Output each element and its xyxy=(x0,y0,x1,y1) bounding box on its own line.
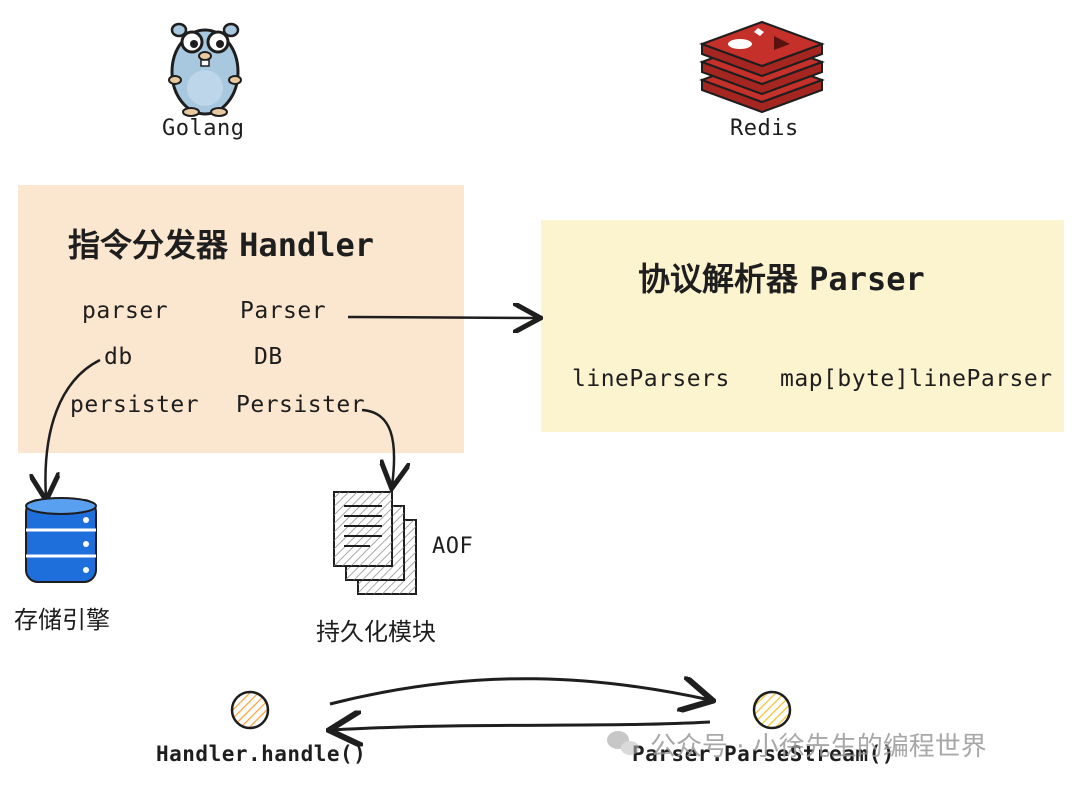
handler-box xyxy=(18,185,464,453)
field-name-persister: persister xyxy=(70,392,200,418)
golang-label: Golang xyxy=(162,116,245,141)
parser-title-en: Parser xyxy=(809,260,925,298)
parser-title-cn: 协议解析器 xyxy=(638,260,799,298)
parsestream-to-handle-arrow xyxy=(332,722,711,730)
storage-label: 存储引擎 xyxy=(14,606,110,634)
handler-title-cn: 指令分发器 xyxy=(68,226,229,264)
field-name-db: db xyxy=(104,344,133,370)
parsestream-node-icon xyxy=(752,690,792,730)
handle-to-parsestream-arrow xyxy=(329,679,710,704)
field-type-persister: Persister xyxy=(236,392,366,418)
parsestream-fn-label: Parser.ParseStream() xyxy=(632,742,895,766)
aof-label: AOF xyxy=(432,534,474,559)
field-name-lineparsers: lineParsers xyxy=(572,366,730,392)
parser-title: 协议解析器 Parser xyxy=(638,254,925,300)
persister-to-aof-arrow xyxy=(361,408,394,486)
field-type-lineparsers: map[byte]lineParser xyxy=(780,366,1053,392)
db-to-storage-arrow xyxy=(45,358,101,498)
watermark-text: 公众号 · 小徐先生的编程世界 xyxy=(650,732,987,762)
redis-label: Redis xyxy=(730,116,799,141)
parser-box xyxy=(541,220,1064,432)
field-name-parser: parser xyxy=(82,298,169,324)
parser-to-parser-arrow xyxy=(347,317,538,318)
field-type-db: DB xyxy=(254,344,283,370)
handle-fn-label: Handler.handle() xyxy=(156,742,367,766)
persistence-label: 持久化模块 xyxy=(316,618,436,646)
handle-node-icon xyxy=(230,690,270,730)
handler-title: 指令分发器 Handler xyxy=(68,220,374,266)
field-type-parser: Parser xyxy=(240,298,327,324)
handler-title-en: Handler xyxy=(239,226,375,264)
